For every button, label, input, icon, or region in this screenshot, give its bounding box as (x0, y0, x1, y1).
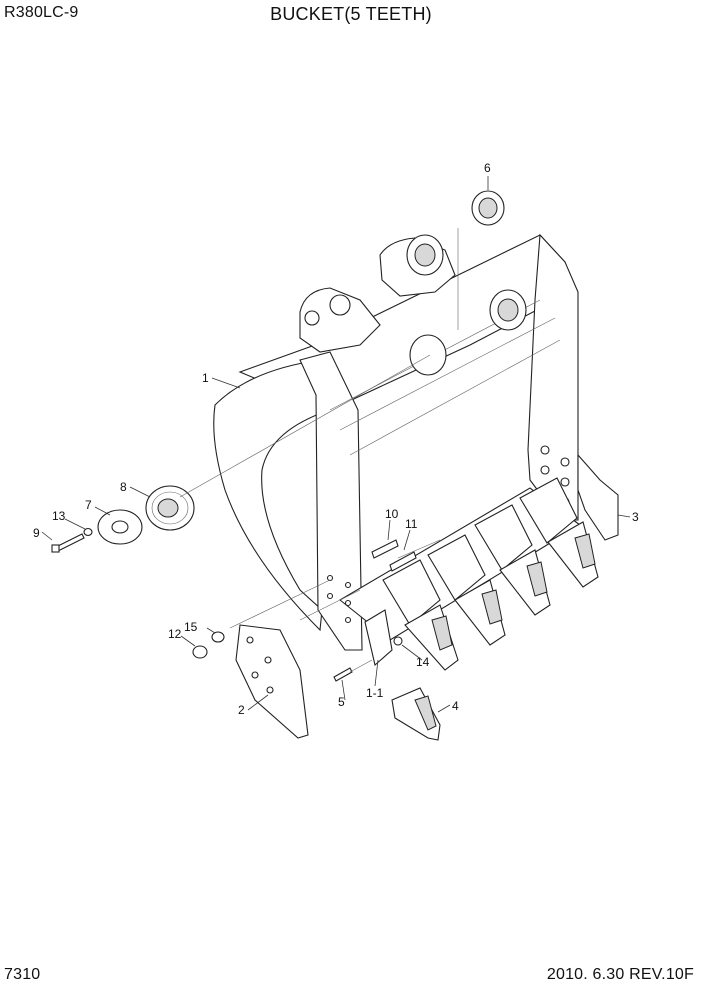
bolt-part-9 (51, 533, 85, 553)
nut-part-12 (192, 645, 208, 659)
washer-part-7 (97, 509, 143, 545)
model-label: R380LC-9 (4, 4, 79, 21)
callout-1: 1 (202, 371, 209, 385)
side-cutter-left (235, 624, 309, 739)
callout-labels: 1 1-1 2 3 4 5 6 7 8 9 10 11 12 13 14 15 (33, 161, 639, 717)
callout-3: 3 (632, 510, 639, 524)
side-cutter-right (577, 453, 619, 541)
bucket-teeth (404, 521, 599, 671)
bushing-part-6 (471, 190, 505, 226)
pin-part-5 (333, 667, 353, 682)
bolt-part-11 (389, 551, 417, 572)
callout-9: 9 (33, 526, 40, 540)
callout-14: 14 (416, 655, 430, 669)
callout-4: 4 (452, 699, 459, 713)
callout-12: 12 (168, 627, 182, 641)
page-title: BUCKET(5 TEETH) (270, 4, 432, 24)
callout-11: 11 (405, 517, 418, 531)
callout-8: 8 (120, 480, 127, 494)
side-cutter-hole (251, 671, 259, 679)
washer-part-13 (83, 527, 93, 537)
callout-13: 13 (52, 509, 66, 523)
callout-10: 10 (385, 507, 399, 521)
leader-lines (41, 176, 631, 713)
tooth-part-4-tip (414, 695, 437, 731)
assembly-lines (179, 228, 459, 673)
side-cutter-hole (246, 636, 254, 644)
callout-6: 6 (484, 161, 491, 175)
washer-part-15 (211, 631, 225, 643)
callout-1-1: 1-1 (366, 686, 384, 700)
bucket-assembly (213, 233, 581, 667)
callout-7: 7 (85, 498, 92, 512)
callout-2: 2 (238, 703, 245, 717)
page-number: 7310 (4, 966, 41, 983)
collar-part-8 (145, 485, 195, 531)
side-cutter-hole (266, 686, 274, 694)
bolt-part-10 (371, 539, 399, 559)
callout-15: 15 (184, 620, 198, 634)
revision-date: 2010. 6.30 REV.10F (546, 966, 694, 983)
washer-part-14 (393, 636, 403, 646)
callout-5: 5 (338, 695, 345, 709)
side-cutter-hole (264, 656, 272, 664)
